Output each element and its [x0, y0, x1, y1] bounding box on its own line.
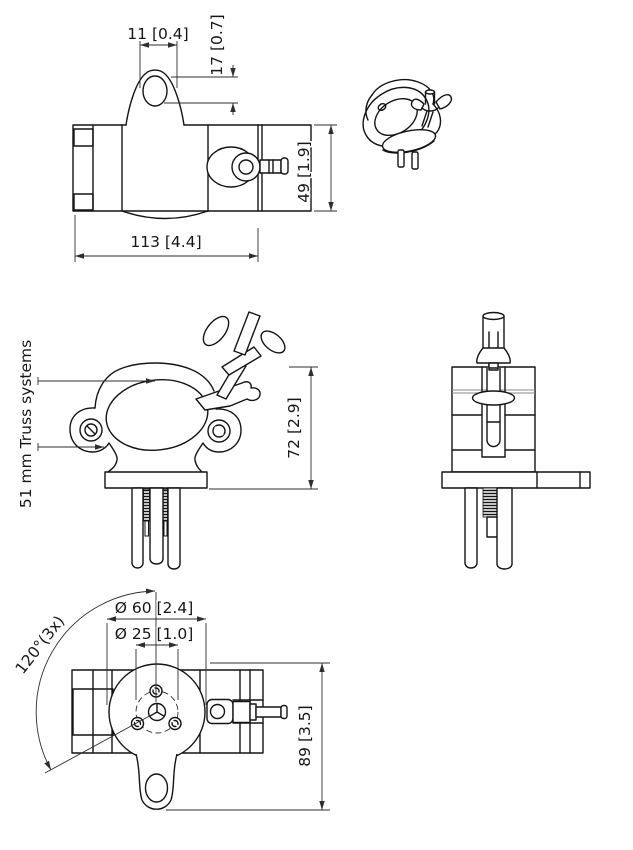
dim-body-width-text: 113 [4.4] [130, 233, 201, 251]
dim-tab-width: 11 [0.4] [126, 24, 190, 88]
dim-clamp-height-text: 72 [2.9] [285, 397, 303, 458]
dim-tab-width-text: 11 [0.4] [127, 25, 188, 43]
dim-body-height-text: 49 [1.9] [295, 141, 313, 202]
dim-overall-height: 89 [3.5] [166, 662, 330, 811]
truss-label: 51 mm Truss systems [17, 340, 35, 508]
side-view-clamp: 51 mm Truss systems 72 [2.9] [16, 311, 318, 570]
truss-size-callout: 51 mm Truss systems [16, 338, 155, 510]
side-view-edge [441, 311, 591, 570]
dim-clamp-height: 72 [2.9] [209, 366, 318, 490]
dim-hole-angle-text: 120°(3x) [12, 612, 68, 677]
dim-tab-height-text: 17 [0.7] [208, 14, 226, 75]
iso-wing-nut [410, 89, 453, 128]
dim-plate-diameter-text: Ø 60 [2.4] [115, 599, 194, 617]
front-view: 11 [0.4] 17 [0.7] 49 [1.9] 113 [4.4] [72, 13, 337, 262]
isometric-view [362, 78, 453, 170]
dim-overall-height-text: 89 [3.5] [296, 705, 314, 766]
bottom-view: Ø 60 [2.4] Ø 25 [1.0] 120°(3x) 89 [3.5] [10, 588, 330, 811]
wing-nut-edge [476, 311, 511, 371]
dim-bolt-circle-text: Ø 25 [1.0] [115, 625, 194, 643]
dim-tab-height: 17 [0.7] [164, 13, 238, 115]
dim-body-height: 49 [1.9] [294, 124, 337, 212]
dim-body-width: 113 [4.4] [74, 215, 259, 262]
